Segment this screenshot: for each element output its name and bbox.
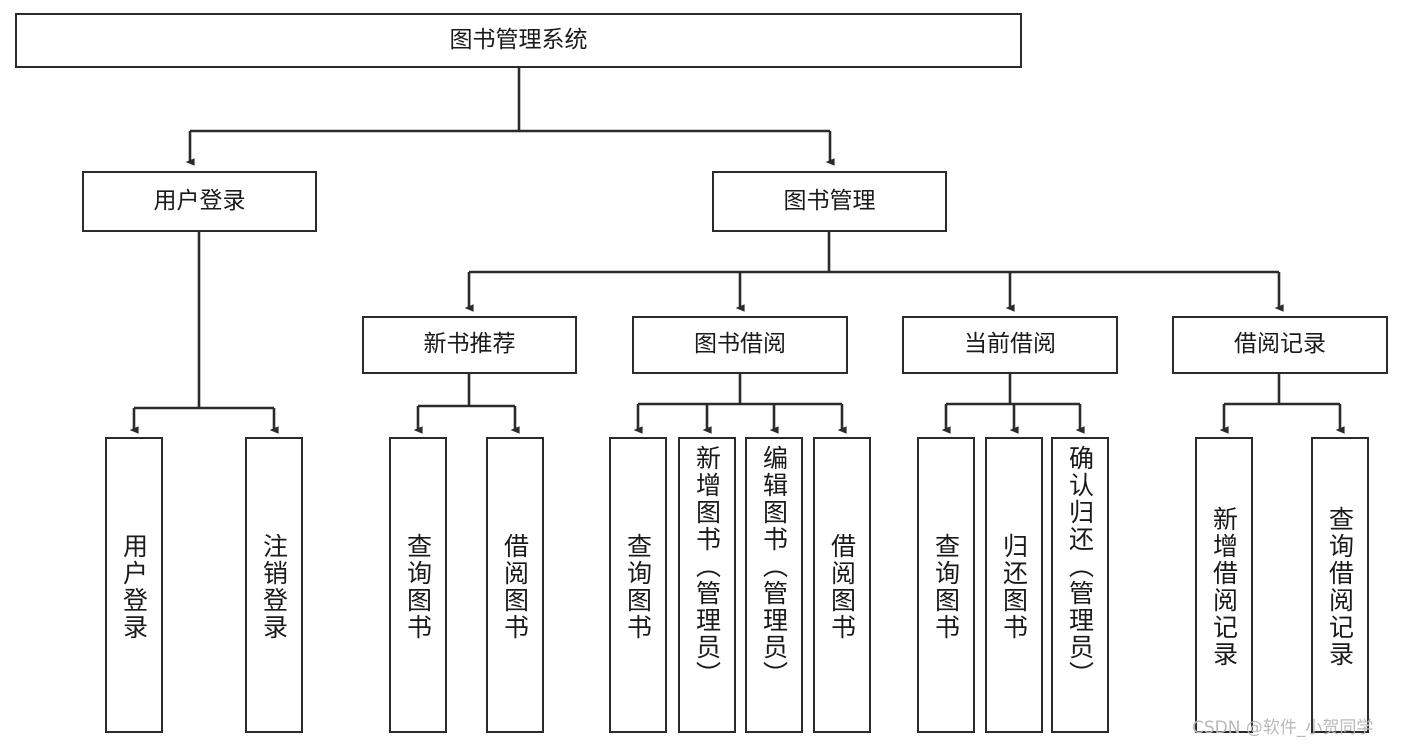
- node-user-login-label: 用户登录: [153, 187, 246, 214]
- node-leaf-query-record[interactable]: 查询借阅记录: [1311, 437, 1369, 733]
- node-current-borrow[interactable]: 当前借阅: [902, 316, 1118, 374]
- node-leaf-query-book-1[interactable]: 查询图书: [389, 437, 447, 733]
- node-new-book-recommend-label: 新书推荐: [423, 331, 516, 358]
- node-book-manage[interactable]: 图书管理: [712, 171, 947, 232]
- node-leaf-query-book-3[interactable]: 查询图书: [917, 437, 975, 733]
- node-root[interactable]: 图书管理系统: [15, 13, 1022, 68]
- node-leaf-confirm-return-label: 确认归还（管理员）: [1065, 445, 1095, 688]
- node-leaf-logout-login[interactable]: 注销登录: [245, 437, 303, 733]
- node-leaf-query-record-label: 查询借阅记录: [1325, 506, 1355, 668]
- node-leaf-borrow-book-1[interactable]: 借阅图书: [486, 437, 544, 733]
- node-new-book-recommend[interactable]: 新书推荐: [362, 316, 577, 374]
- node-leaf-return-book-label: 归还图书: [999, 533, 1029, 641]
- node-leaf-borrow-book-2-label: 借阅图书: [827, 533, 857, 641]
- node-leaf-logout-login-label: 注销登录: [259, 533, 289, 641]
- node-leaf-borrow-book-2[interactable]: 借阅图书: [813, 437, 871, 733]
- node-leaf-query-book-1-label: 查询图书: [403, 533, 433, 641]
- node-leaf-borrow-book-1-label: 借阅图书: [500, 533, 530, 641]
- node-leaf-user-login-label: 用户登录: [119, 533, 149, 641]
- node-leaf-edit-book[interactable]: 编辑图书（管理员）: [745, 437, 803, 733]
- node-leaf-query-book-2[interactable]: 查询图书: [609, 437, 667, 733]
- node-leaf-add-record-label: 新增借阅记录: [1209, 506, 1239, 668]
- node-user-login[interactable]: 用户登录: [82, 171, 317, 232]
- node-book-manage-label: 图书管理: [783, 187, 876, 214]
- node-leaf-return-book[interactable]: 归还图书: [985, 437, 1043, 733]
- node-borrow-record[interactable]: 借阅记录: [1172, 316, 1388, 374]
- node-leaf-add-book[interactable]: 新增图书（管理员）: [678, 437, 736, 733]
- node-leaf-confirm-return[interactable]: 确认归还（管理员）: [1051, 437, 1109, 733]
- node-leaf-user-login[interactable]: 用户登录: [105, 437, 163, 733]
- node-leaf-query-book-3-label: 查询图书: [931, 533, 961, 641]
- node-current-borrow-label: 当前借阅: [964, 331, 1056, 358]
- node-book-borrow-label: 图书借阅: [694, 331, 786, 358]
- csdn-watermark: CSDN @软件_小贺同学: [1192, 718, 1374, 738]
- node-borrow-record-label: 借阅记录: [1234, 331, 1326, 358]
- node-root-label: 图书管理系统: [449, 26, 588, 53]
- node-leaf-add-book-label: 新增图书（管理员）: [692, 445, 722, 688]
- node-leaf-add-record[interactable]: 新增借阅记录: [1195, 437, 1253, 733]
- node-book-borrow[interactable]: 图书借阅: [632, 316, 848, 374]
- node-leaf-query-book-2-label: 查询图书: [623, 533, 653, 641]
- node-leaf-edit-book-label: 编辑图书（管理员）: [759, 445, 789, 688]
